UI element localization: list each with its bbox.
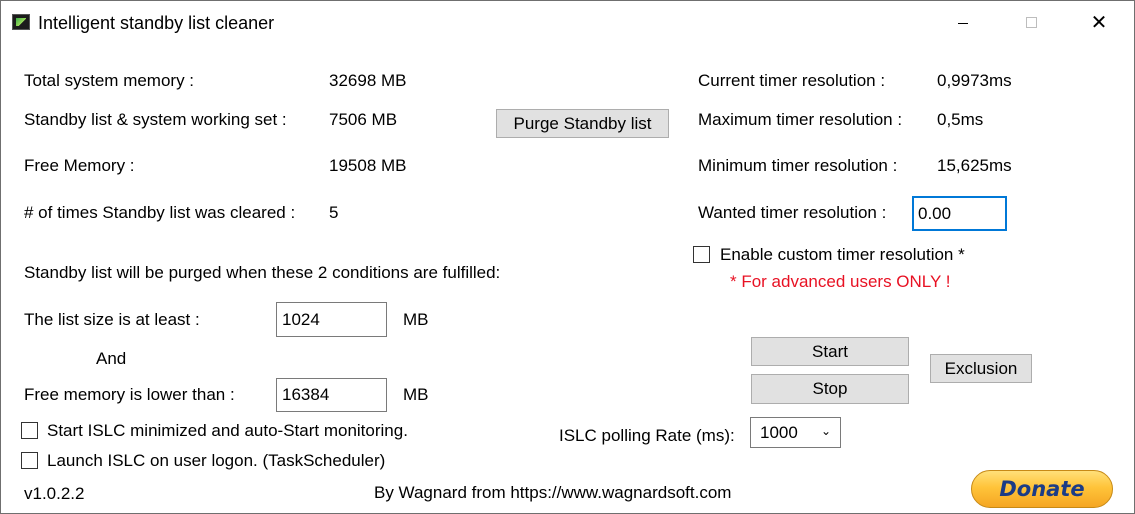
start-button[interactable]: Start — [751, 337, 909, 366]
and-label: And — [96, 349, 127, 368]
list-size-input[interactable]: 1024 — [276, 302, 387, 337]
donate-button[interactable]: Donate — [971, 470, 1113, 508]
min-timer-value: 15,625ms — [937, 156, 1012, 175]
list-size-label: The list size is at least : — [24, 310, 200, 329]
max-timer-value: 0,5ms — [937, 110, 984, 129]
min-timer-label: Minimum timer resolution : — [698, 156, 898, 175]
standby-list-label: Standby list & system working set : — [24, 110, 287, 129]
polling-rate-select[interactable]: 1000 ⌄ — [750, 417, 841, 448]
total-memory-value: 32698 MB — [329, 71, 407, 90]
free-memory-threshold-label: Free memory is lower than : — [24, 385, 235, 404]
advanced-users-warning: * For advanced users ONLY ! — [730, 272, 951, 291]
minimize-button[interactable] — [940, 1, 986, 45]
close-button[interactable]: ✕ — [1076, 1, 1122, 45]
close-icon: ✕ — [1090, 12, 1108, 34]
total-memory-label: Total system memory : — [24, 71, 195, 90]
polling-rate-label: ISLC polling Rate (ms): — [559, 426, 735, 445]
standby-list-value: 7506 MB — [329, 110, 398, 129]
polling-rate-value: 1000 — [760, 422, 798, 442]
current-timer-value: 0,9973ms — [937, 71, 1012, 90]
wanted-timer-input[interactable]: 0.00 — [912, 196, 1007, 231]
custom-timer-label: Enable custom timer resolution * — [720, 245, 965, 264]
start-minimized-label: Start ISLC minimized and auto-Start moni… — [47, 421, 408, 440]
title-bar: Intelligent standby list cleaner ✕ — [1, 1, 1134, 45]
conditions-heading: Standby list will be purged when these 2… — [24, 263, 501, 282]
free-memory-label: Free Memory : — [24, 156, 135, 175]
cleared-count-value: 5 — [329, 203, 339, 222]
list-size-unit: MB — [403, 310, 429, 329]
stop-button[interactable]: Stop — [751, 374, 909, 404]
purge-standby-button[interactable]: Purge Standby list — [496, 109, 669, 138]
credit-label: By Wagnard from https://www.wagnardsoft.… — [374, 483, 732, 502]
launch-logon-label: Launch ISLC on user logon. (TaskSchedule… — [47, 451, 386, 470]
minimize-icon — [958, 23, 968, 24]
maximize-button — [1008, 1, 1054, 45]
custom-timer-checkbox[interactable] — [693, 246, 710, 263]
window-title: Intelligent standby list cleaner — [38, 13, 275, 33]
free-memory-value: 19508 MB — [329, 156, 407, 175]
chevron-down-icon: ⌄ — [820, 424, 831, 438]
current-timer-label: Current timer resolution : — [698, 71, 886, 90]
max-timer-label: Maximum timer resolution : — [698, 110, 903, 129]
launch-logon-checkbox[interactable] — [21, 452, 38, 469]
free-memory-threshold-input[interactable]: 16384 — [276, 378, 387, 412]
start-minimized-checkbox[interactable] — [21, 422, 38, 439]
free-memory-threshold-unit: MB — [403, 385, 429, 404]
exclusion-button[interactable]: Exclusion — [930, 354, 1032, 383]
maximize-icon — [1026, 17, 1037, 28]
version-label: v1.0.2.2 — [24, 484, 85, 503]
cleared-count-label: # of times Standby list was cleared : — [24, 203, 296, 222]
wanted-timer-label: Wanted timer resolution : — [698, 203, 887, 222]
app-monitor-icon — [12, 14, 30, 30]
